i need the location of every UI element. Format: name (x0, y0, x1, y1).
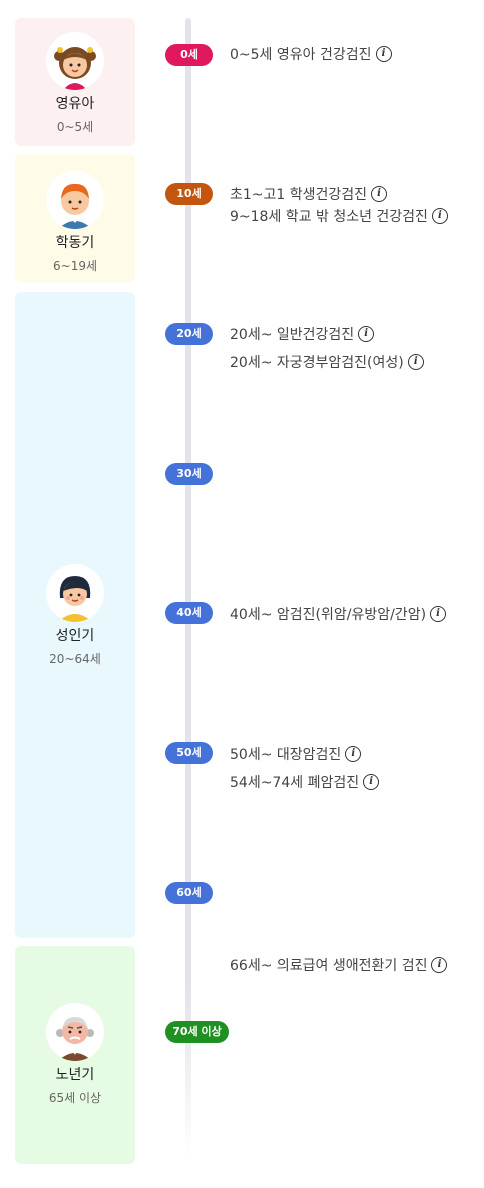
student-avatar-icon (46, 171, 104, 229)
checkup-label: 54세~74세 폐암검진 (230, 775, 360, 791)
info-icon[interactable]: i (345, 746, 362, 762)
checkup-infant: 0~5세 영유아 건강검진 i (230, 44, 392, 64)
stage-range-school: 6~19세 (53, 259, 97, 273)
checkup-label: 0~5세 영유아 건강검진 (230, 47, 372, 63)
checkup-label: 20세~ 자궁경부암검진(여성) (230, 355, 404, 371)
checkup-life-transition: 66세~ 의료급여 생애전환기 검진 i (230, 955, 448, 975)
stage-name-senior: 노년기 (55, 1067, 95, 1083)
stage-senior: 노년기 65세 이상 (15, 1003, 135, 1106)
info-icon[interactable]: i (431, 957, 448, 973)
age-marker-20: 20세 (165, 323, 213, 345)
stage-range-adult: 20~64세 (49, 652, 101, 666)
stage-school: 학동기 6~19세 (15, 171, 135, 274)
checkup-label: 9~18세 학교 밖 청소년 건강검진 (230, 209, 428, 225)
checkup-general: 20세~ 일반건강검진 i (230, 324, 375, 344)
checkup-label: 초1~고1 학생건강검진 (230, 187, 368, 203)
age-marker-30: 30세 (165, 463, 213, 485)
age-marker-70: 70세 이상 (165, 1021, 229, 1043)
age-marker-0: 0세 (165, 44, 213, 66)
info-icon[interactable]: i (363, 774, 380, 790)
checkup-cervical-cancer: 20세~ 자궁경부암검진(여성) i (230, 352, 424, 372)
info-icon[interactable]: i (431, 208, 448, 224)
timeline-track (185, 18, 191, 1160)
checkup-label: 20세~ 일반건강검진 (230, 327, 355, 343)
stage-name-infant: 영유아 (55, 96, 95, 112)
stage-adult: 성인기 20~64세 (15, 564, 135, 667)
stage-name-school: 학동기 (55, 235, 95, 251)
stage-name-adult: 성인기 (55, 628, 95, 644)
checkup-label: 66세~ 의료급여 생애전환기 검진 (230, 958, 428, 974)
stage-range-senior: 65세 이상 (48, 1091, 102, 1105)
age-marker-40: 40세 (165, 602, 213, 624)
age-marker-10: 10세 (165, 183, 213, 205)
info-icon[interactable]: i (371, 186, 388, 202)
age-marker-60: 60세 (165, 882, 213, 904)
checkup-out-of-school-youth: 9~18세 학교 밖 청소년 건강검진 i (230, 206, 448, 226)
info-icon[interactable]: i (407, 354, 424, 370)
info-icon[interactable]: i (430, 606, 447, 622)
age-marker-50: 50세 (165, 742, 213, 764)
senior-avatar-icon (46, 1003, 104, 1061)
checkup-label: 40세~ 암검진(위암/유방암/간암) (230, 607, 427, 623)
checkup-colorectal-cancer: 50세~ 대장암검진 i (230, 744, 362, 764)
infant-avatar-icon (46, 32, 104, 90)
stage-range-infant: 0~5세 (56, 120, 94, 134)
adult-avatar-icon (46, 564, 104, 622)
info-icon[interactable]: i (358, 326, 375, 342)
checkup-cancer-screening: 40세~ 암검진(위암/유방암/간암) i (230, 604, 447, 624)
checkup-lung-cancer: 54세~74세 폐암검진 i (230, 772, 380, 792)
checkup-student: 초1~고1 학생건강검진 i (230, 184, 388, 204)
info-icon[interactable]: i (375, 46, 392, 62)
checkup-label: 50세~ 대장암검진 (230, 747, 342, 763)
stage-infant: 영유아 0~5세 (15, 32, 135, 135)
